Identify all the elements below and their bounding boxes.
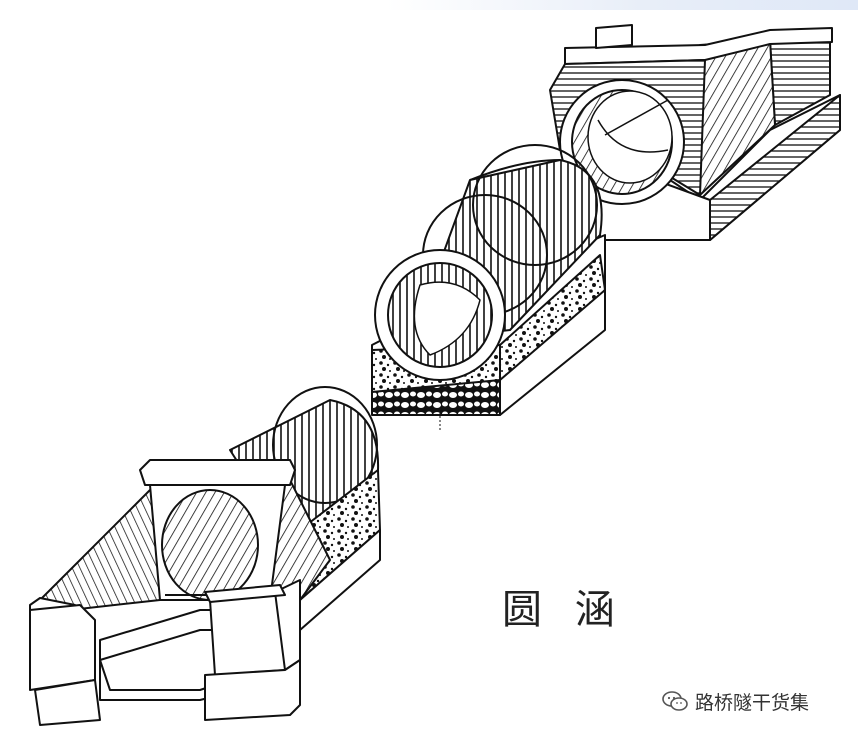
watermark-text: 路桥隧干货集: [695, 691, 810, 714]
wechat-icon: [662, 691, 688, 711]
pipe-on-bedding: [371, 144, 606, 430]
outlet-headwall: [549, 24, 841, 241]
top-banner-strip: [0, 0, 858, 10]
inlet-headwall: [29, 386, 381, 726]
diagram-caption: 圆 涵: [502, 587, 625, 633]
watermark: 路桥隧干货集: [661, 687, 809, 715]
